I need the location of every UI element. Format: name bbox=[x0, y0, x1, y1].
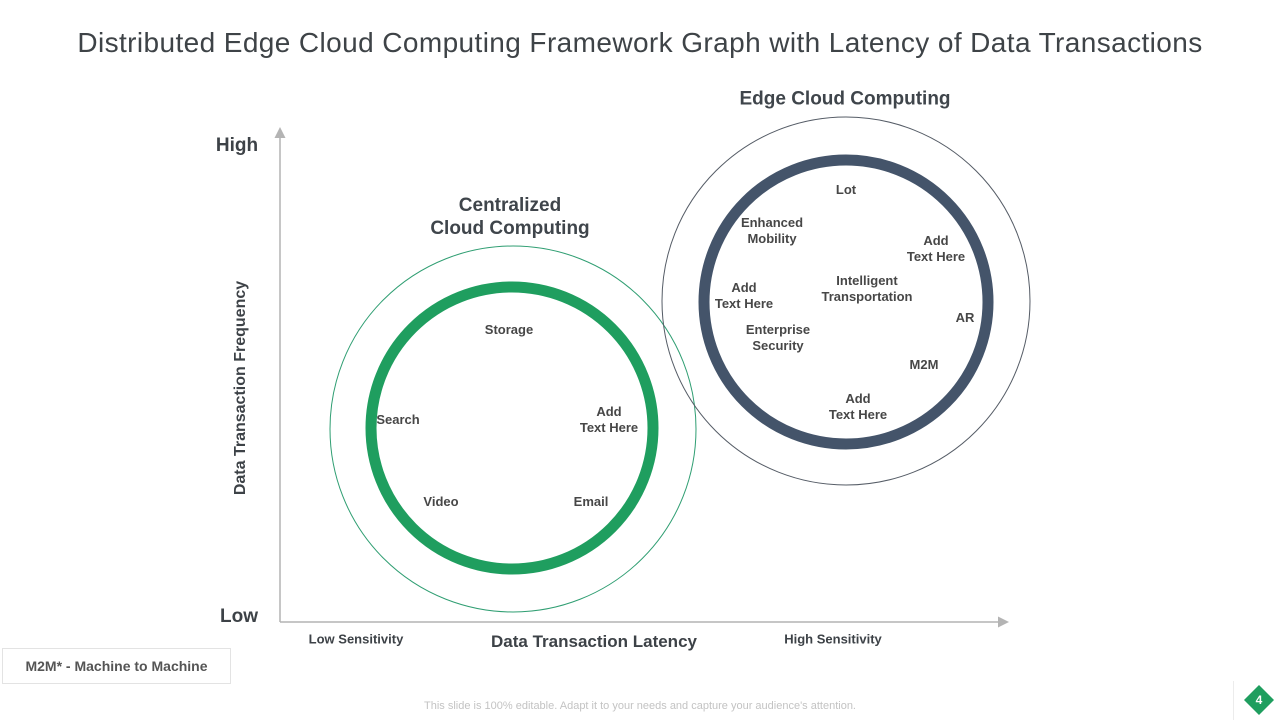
edge-label-ar: AR bbox=[955, 309, 975, 325]
page-number-diamond-icon bbox=[1244, 685, 1274, 715]
y-axis-high-label: High bbox=[215, 135, 259, 156]
edge-group-title: Edge Cloud Computing bbox=[739, 88, 951, 110]
x-axis-high-sensitivity-label: High Sensitivity bbox=[784, 631, 882, 647]
page-number: 4 bbox=[1255, 693, 1263, 707]
centralized-label-storage: Storage bbox=[484, 321, 534, 337]
centralized-label-search: Search bbox=[376, 411, 420, 427]
edge-label-add-text-placeholder-left[interactable]: Add Text Here bbox=[714, 279, 774, 311]
centralized-label-add-text-placeholder[interactable]: Add Text Here bbox=[579, 403, 639, 435]
edge-label-lot: Lot bbox=[835, 181, 857, 197]
x-axis-arrow-icon bbox=[998, 616, 1009, 628]
edge-label-add-text-placeholder-right[interactable]: Add Text Here bbox=[906, 232, 966, 264]
footer-divider-line bbox=[1233, 681, 1234, 720]
page-title: Distributed Edge Cloud Computing Framewo… bbox=[77, 27, 1203, 58]
centralized-outer-circle bbox=[329, 245, 697, 613]
edge-label-add-text-placeholder-bottom[interactable]: Add Text Here bbox=[828, 390, 888, 422]
edge-label-enterprise-security: Enterprise Security bbox=[745, 321, 811, 353]
edge-label-intelligent-transportation: Intelligent Transportation bbox=[821, 272, 913, 304]
centralized-ring bbox=[365, 281, 659, 575]
centralized-label-video: Video bbox=[423, 493, 459, 509]
edge-outer-circle bbox=[661, 116, 1031, 486]
footnote-text: M2M* - Machine to Machine bbox=[25, 658, 208, 674]
edge-label-enhanced-mobility: Enhanced Mobility bbox=[740, 214, 804, 246]
footnote-box: M2M* - Machine to Machine bbox=[2, 648, 231, 684]
slide-footer: This slide is 100% editable. Adapt it to… bbox=[424, 700, 856, 712]
centralized-label-email: Email bbox=[573, 493, 609, 509]
y-axis-low-label: Low bbox=[220, 606, 258, 627]
x-axis-title: Data Transaction Latency bbox=[491, 632, 697, 651]
edge-label-m2m: M2M bbox=[909, 356, 939, 372]
y-axis-arrow-icon bbox=[274, 127, 286, 138]
edge-ring bbox=[698, 154, 994, 450]
x-axis-low-sensitivity-label: Low Sensitivity bbox=[308, 631, 404, 647]
y-axis-title: Data Transaction Frequency bbox=[232, 280, 249, 496]
centralized-group-title: Centralized Cloud Computing bbox=[430, 195, 590, 239]
